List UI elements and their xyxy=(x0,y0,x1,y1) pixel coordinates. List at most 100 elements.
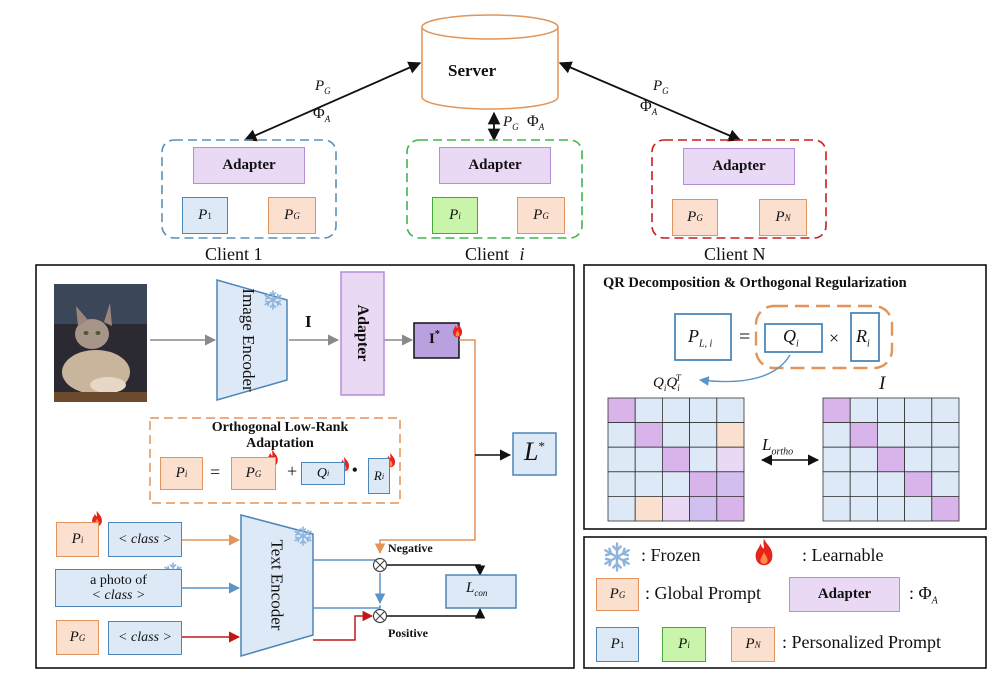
olra-equals: = xyxy=(210,462,221,482)
server-cylinder xyxy=(421,14,559,110)
main-adapter-label: Adapter xyxy=(354,304,371,362)
matrix-diagonal-cell xyxy=(634,422,663,448)
legend-panel-frame xyxy=(583,536,987,669)
matrix-cell xyxy=(607,471,636,497)
qr-equals: = xyxy=(739,326,751,348)
matrix-cell xyxy=(716,397,745,424)
matrix-cell xyxy=(822,422,851,448)
matrix-cell xyxy=(607,446,636,473)
client1-name: Client 1 xyxy=(205,244,263,264)
matrix-cell xyxy=(607,422,636,448)
matrix-cell xyxy=(716,471,745,497)
matrix-cell xyxy=(689,422,718,448)
pli-box xyxy=(674,313,732,361)
lortho-label: Lortho xyxy=(762,435,794,458)
matrix-cell xyxy=(689,446,718,473)
negative-label: Negative xyxy=(388,541,433,555)
matrix-diagonal-cell xyxy=(877,446,906,473)
matrix-cell xyxy=(904,422,933,448)
line-encoder-positive xyxy=(313,605,381,609)
matrix-cell xyxy=(904,397,933,424)
olra-title: Orthogonal Low-Rank Adaptation xyxy=(211,420,349,451)
matrix-cell xyxy=(904,495,933,522)
ri-box xyxy=(850,312,880,362)
legend-personalized: : Personalized Prompt xyxy=(782,632,941,652)
qr-title: QR Decomposition & Orthogonal Regulariza… xyxy=(603,275,907,291)
matrix-cell xyxy=(822,446,851,473)
matrix-cell xyxy=(877,397,906,424)
client1-frame xyxy=(161,139,337,239)
clienti-frame xyxy=(406,139,583,239)
image-encoder-shape xyxy=(216,279,288,401)
main-adapter-box xyxy=(340,271,385,396)
matrix-cell xyxy=(662,397,691,424)
identity-label: I xyxy=(879,373,886,394)
legend-global-prompt: : Global Prompt xyxy=(645,583,761,603)
matrix-diagonal-cell xyxy=(904,471,933,497)
qqt-label: QiQiT xyxy=(653,373,681,393)
clientn-name: Client N xyxy=(704,244,766,264)
ri-label: Ri xyxy=(856,326,870,350)
row2-photo-prompt: a photo of< class > xyxy=(55,569,182,607)
arrow-server-client1 xyxy=(243,61,422,142)
client1-adapter: Adapter xyxy=(193,147,305,184)
matrix-cell xyxy=(877,495,906,522)
matrix-diagonal-cell xyxy=(662,446,691,473)
positive-label: Positive xyxy=(388,626,428,640)
lstar-box xyxy=(512,432,557,476)
clienti-adapter: Adapter xyxy=(439,147,551,184)
i-feature-label: I xyxy=(305,312,312,331)
link-right-phi: ΦA xyxy=(640,98,658,118)
matrix-cell xyxy=(716,422,745,448)
lcon-label: Lcon xyxy=(466,580,488,598)
link-left-phi: ΦA xyxy=(313,105,331,125)
matrix-cell xyxy=(849,446,878,473)
matrix-cell xyxy=(849,495,878,522)
qr-times: × xyxy=(829,328,840,348)
server-label: Server xyxy=(448,61,497,80)
flame-icon xyxy=(755,538,773,566)
text-encoder-shape xyxy=(240,514,314,657)
matrix-cell xyxy=(877,471,906,497)
matrix-cell xyxy=(689,397,718,424)
lcon-box xyxy=(445,574,517,609)
matrix-cell xyxy=(822,495,851,522)
olra-dot: • xyxy=(352,462,358,479)
lstar-label: L* xyxy=(524,437,545,466)
matrix-cell xyxy=(931,446,960,473)
image-encoder-label: Image Encoder xyxy=(239,288,258,392)
qr-dashed-group xyxy=(754,304,894,370)
matrix-diagonal-cell xyxy=(849,422,878,448)
qr-panel-frame xyxy=(583,264,987,530)
matrix-cell xyxy=(822,471,851,497)
clientn-frame xyxy=(651,139,827,239)
identity-matrix-grid xyxy=(822,397,960,522)
legend-frozen: : Frozen xyxy=(641,545,701,565)
line-red-positive xyxy=(313,610,374,641)
row1-class: < class > xyxy=(108,522,182,557)
legend-learnable: : Learnable xyxy=(802,545,884,565)
link-left-pg: PG xyxy=(315,78,331,96)
matrix-cell xyxy=(634,446,663,473)
matrix-diagonal-cell xyxy=(607,397,636,424)
matrix-cell xyxy=(607,495,636,522)
legend-adapter: Adapter xyxy=(789,577,900,612)
arrow-qi-qqt xyxy=(699,354,791,386)
clienti-name: Client i xyxy=(465,244,525,264)
matrix-cell xyxy=(634,397,663,424)
matrix-cell xyxy=(877,422,906,448)
link-right-pg: PG xyxy=(653,78,669,96)
